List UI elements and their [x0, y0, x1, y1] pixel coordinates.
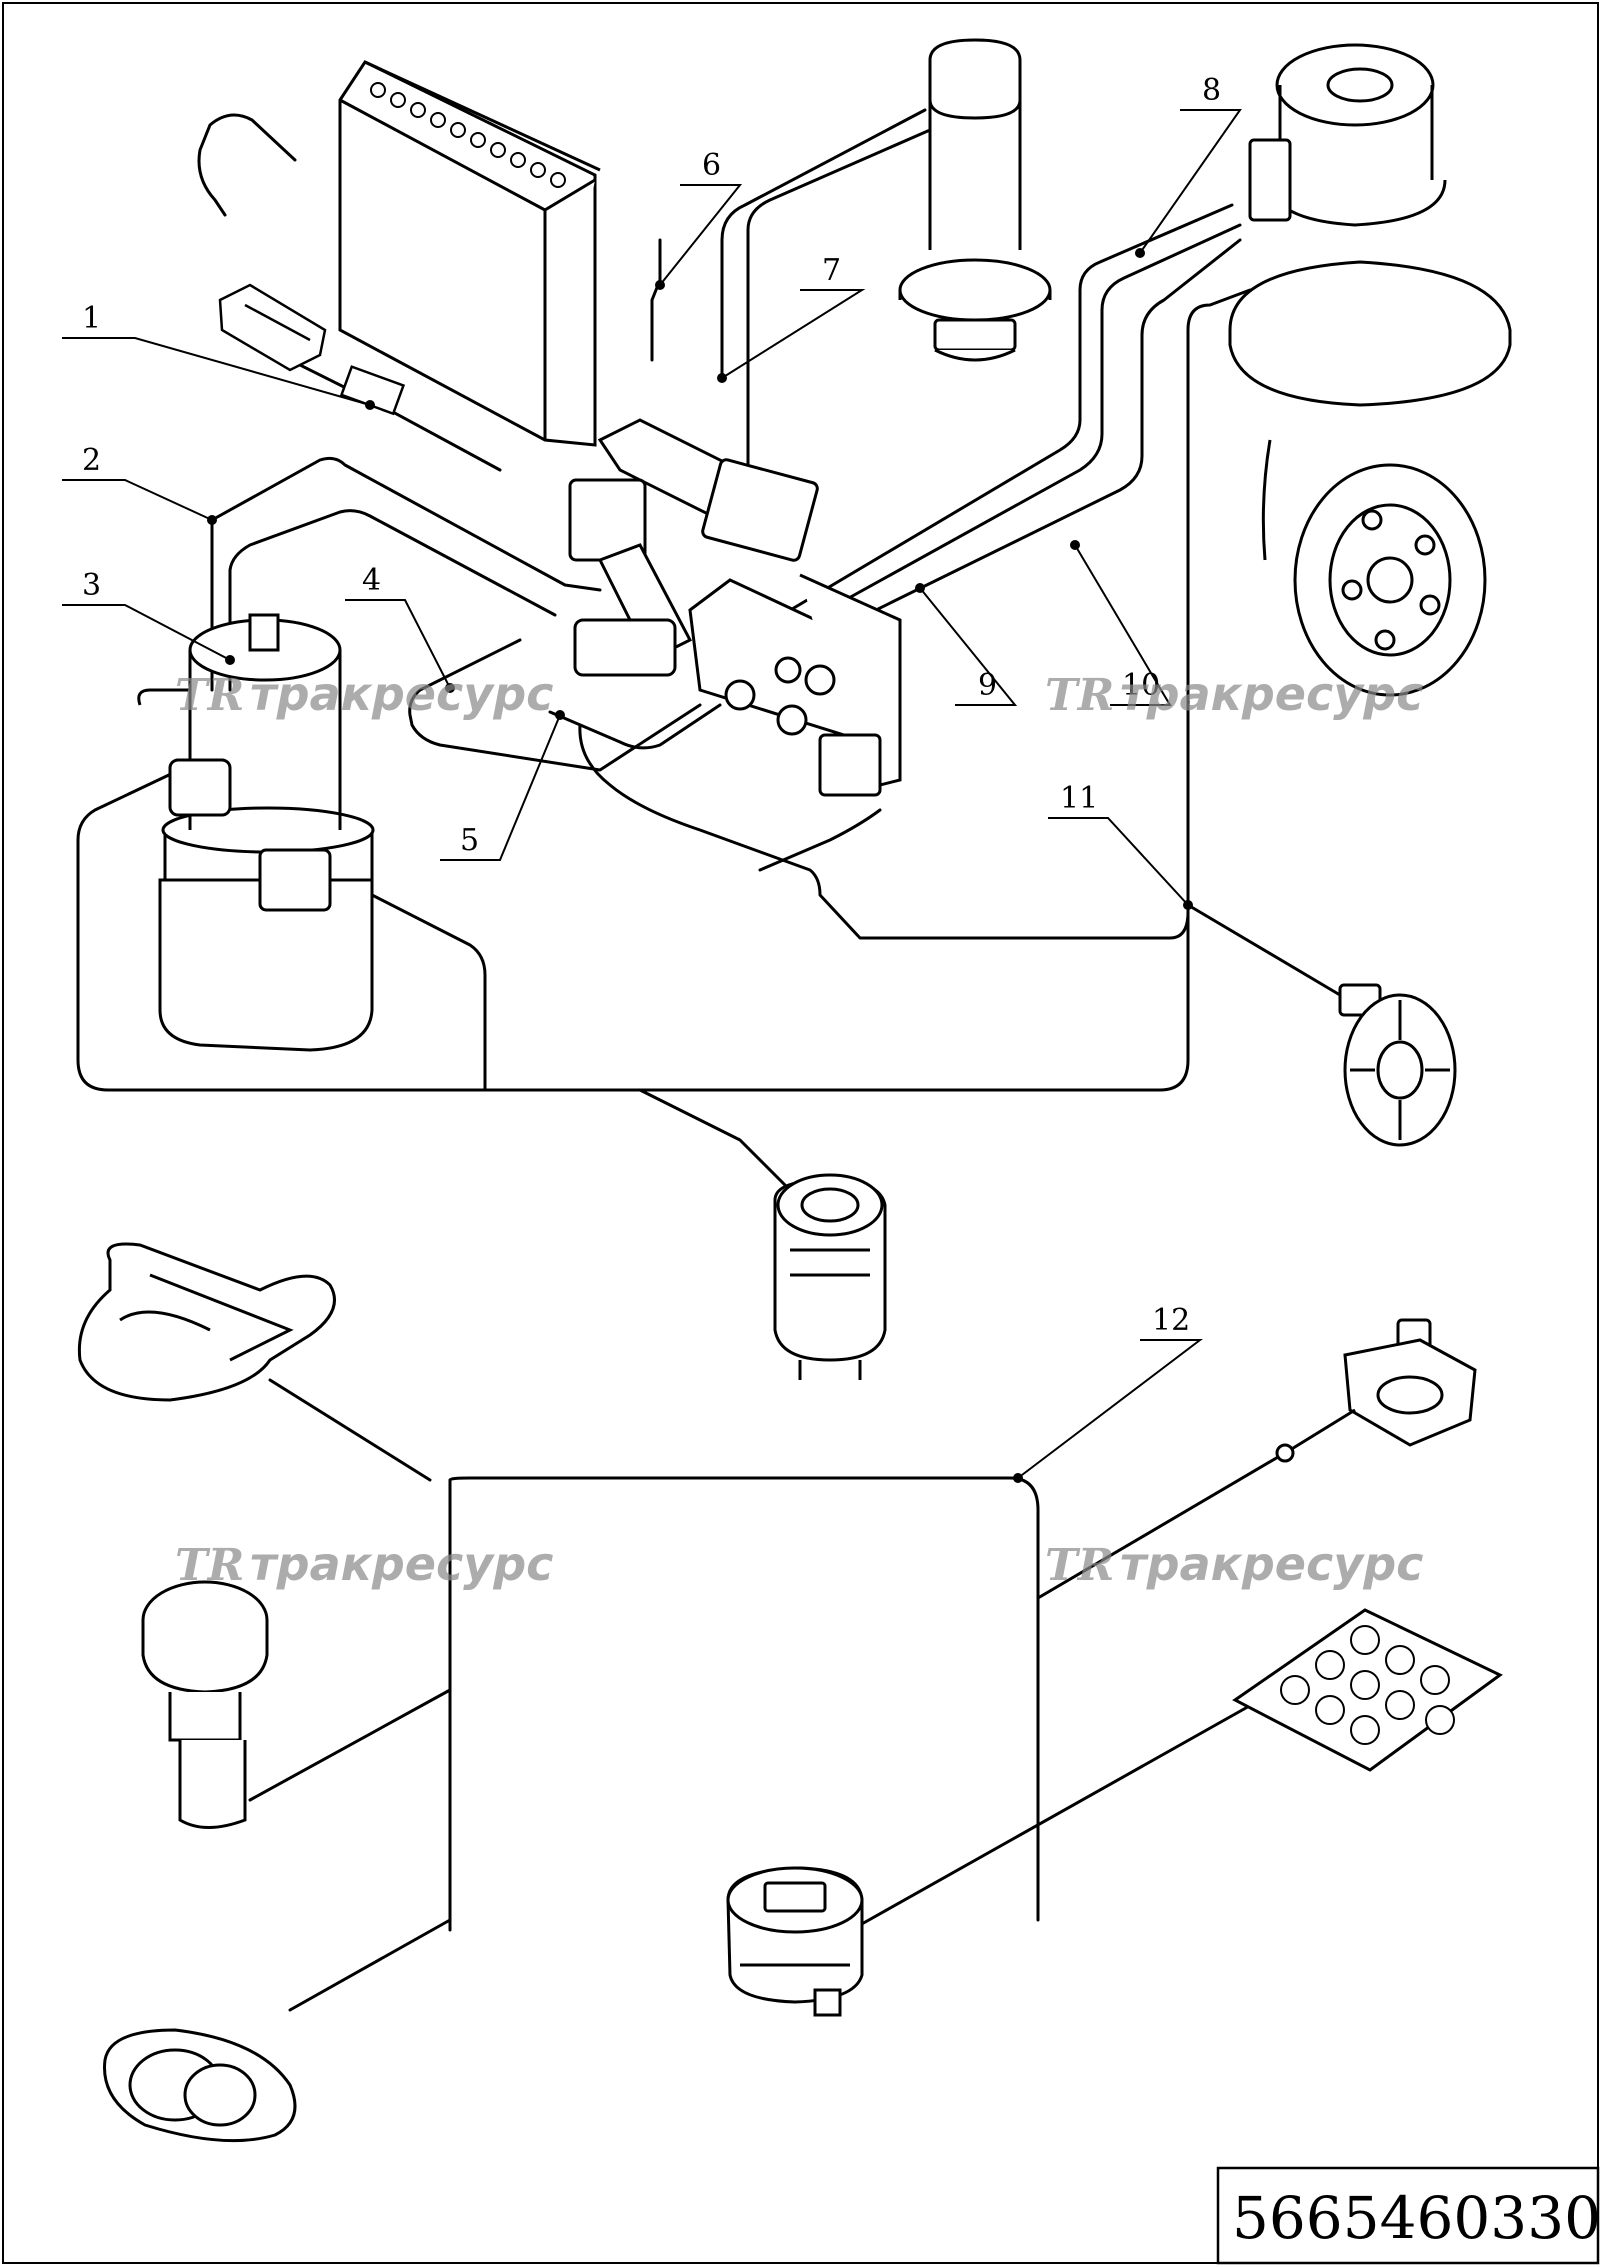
callout-labels: 1 2 3 4 5 6 7 8 9 10 11 12 [82, 73, 1221, 1338]
position-sensor [1275, 1318, 1477, 1463]
callout-4: 4 [362, 563, 381, 598]
watermark-1: TR тракресурс [175, 667, 553, 721]
watermark-logo: TR [1045, 670, 1114, 721]
battery-box [338, 60, 601, 447]
tiller-head [77, 1242, 336, 1402]
callout-9: 9 [978, 668, 997, 703]
keypad [1232, 1608, 1503, 1772]
callout-6: 6 [702, 148, 721, 183]
callout-1: 1 [82, 301, 101, 336]
watermark-logo: TR [175, 670, 244, 721]
callout-12: 12 [1152, 1303, 1190, 1338]
emergency-stop-switch [141, 1580, 269, 1829]
callout-3: 3 [82, 568, 101, 603]
watermark-logo: TR [1045, 1540, 1114, 1591]
controller-panel [568, 418, 902, 797]
watermark-text: тракресурс [250, 1537, 553, 1591]
callout-5: 5 [460, 823, 479, 858]
watermark-3: TR тракресурс [175, 1537, 553, 1591]
watermark-logo: TR [175, 1540, 244, 1591]
callout-7: 7 [822, 253, 841, 288]
work-lamp [103, 2028, 297, 2143]
callout-dots [207, 248, 1193, 1483]
watermark-text: тракресурс [1120, 667, 1423, 721]
battery-plug [218, 283, 406, 416]
watermark-text: тракресурс [1120, 1537, 1423, 1591]
watermark-4: TR тракресурс [1045, 1537, 1423, 1591]
watermark-text: тракресурс [250, 667, 553, 721]
battery-indicator [726, 1866, 864, 2017]
lift-column [898, 38, 1052, 362]
callout-10: 10 [1122, 668, 1160, 703]
drawing-number: 566546033006 [1232, 2184, 1601, 2252]
key-switch [773, 1173, 887, 1380]
watermark-2: TR тракресурс [1045, 667, 1423, 721]
drawing-number-box [1216, 2166, 1600, 2265]
callout-2: 2 [82, 443, 101, 478]
callout-8: 8 [1202, 73, 1221, 108]
callout-11: 11 [1060, 781, 1098, 816]
traction-drive-motor [1228, 43, 1512, 697]
hydraulic-pump-unit [137, 613, 375, 1052]
horn [1338, 983, 1457, 1147]
callout-leaders [62, 109, 1242, 1479]
harness-wires [76, 108, 1342, 2012]
